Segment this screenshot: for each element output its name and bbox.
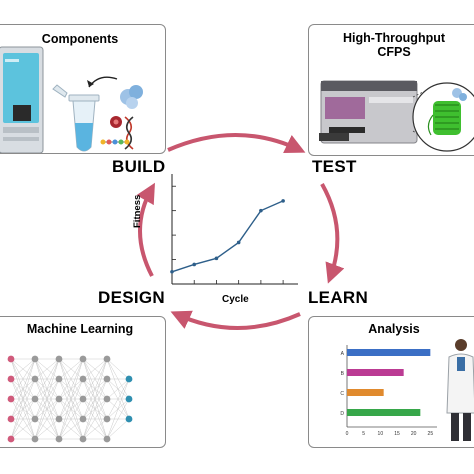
tube-icon [52,84,100,152]
network-node [125,395,133,403]
network-node [55,435,63,443]
network-node [103,395,111,403]
fitness-point [259,208,263,213]
network-node [31,375,39,383]
chart-ylabel: Fitness [132,194,143,228]
fitness-chart [170,174,298,285]
stage-test: TEST [312,157,357,176]
network-node [55,355,63,363]
network-node [55,375,63,383]
chart-xlabel: Cycle [222,294,249,305]
network-node [7,355,15,363]
dna-icon [124,116,134,150]
fitness-point [170,269,174,274]
stage-design: DESIGN [98,288,165,307]
fitness-point [192,262,197,267]
arrow-build-to-test [167,133,306,154]
scientist-icon [446,339,474,441]
ribosome-icon [110,116,122,128]
network-node [31,355,39,363]
gfp-barrel-icon [427,101,461,136]
bar-x-tick-label: 15 [394,431,400,437]
network-node [103,435,111,443]
network-node [125,415,133,423]
network-node [79,435,87,443]
arrow-learn-to-design [170,310,301,330]
network-node [7,375,15,383]
bar-marks: A B C D 0 5 10 15 20 25 [340,349,433,437]
analysis-panel: Analysis A B C D 0 5 10 15 20 25 [308,316,474,448]
network-node [79,395,87,403]
ml-panel: Machine Learning [0,316,166,448]
fitness-series-line [171,200,284,273]
bar-x-tick-label: 20 [411,431,417,437]
network-node [7,435,15,443]
analysis-title: Analysis [368,322,420,336]
bar-B [347,369,404,376]
plate-reader-icon [319,80,418,144]
fitness-point [281,199,285,203]
network-node [79,415,87,423]
network-node [103,375,111,383]
network-node [55,395,63,403]
bar-category-label: B [341,371,345,377]
network-connections [10,358,130,440]
network-node [31,415,39,423]
components-panel: Components [0,24,166,154]
network-node [79,355,87,363]
network-node [125,375,133,383]
bar-x-tick-label: 0 [346,431,349,437]
bar-category-label: D [340,411,344,417]
bar-D [347,409,421,416]
bar-C [347,389,384,396]
network-node [79,375,87,383]
protein-icon [120,85,143,109]
analysis-bar-chart: A B C D 0 5 10 15 20 25 [340,339,474,441]
stage-learn: LEARN [308,288,369,307]
bar-x-tick-label: 25 [428,431,434,437]
components-title: Components [41,32,119,46]
fitness-points [170,199,285,274]
stage-build: BUILD [112,157,166,176]
network-node [7,415,15,423]
y-ticks [172,185,176,260]
network-node [7,395,15,403]
bar-category-label: A [341,351,345,357]
arrow-test-to-learn [320,183,345,284]
network-node [103,415,111,423]
ribosome-small-icon [452,88,467,101]
bar-x-tick-label: 5 [362,431,365,437]
neural-network-icon [7,355,133,443]
cfps-title-line1: High-Throughput [342,31,446,45]
cfps-panel: High-Throughput CFPS [308,24,474,156]
network-nodes [7,355,133,443]
cfps-title-line2: CFPS [377,45,411,59]
cfps-illustration [319,80,474,152]
network-node [31,395,39,403]
ml-title: Machine Learning [26,322,134,336]
fitness-point [236,240,241,245]
components-illustration [0,46,143,153]
amino-acid-icon [100,139,130,145]
network-node [55,415,63,423]
fitness-point [214,256,219,261]
network-node [31,435,39,443]
liquid-handler-icon [0,46,44,153]
bar-A [347,349,431,356]
network-node [103,355,111,363]
zoom-circle [412,82,474,152]
bar-x-tick-label: 10 [378,431,384,437]
arrow-design-to-build [136,182,155,277]
x-ticks [171,280,284,284]
bar-category-label: C [340,391,344,397]
